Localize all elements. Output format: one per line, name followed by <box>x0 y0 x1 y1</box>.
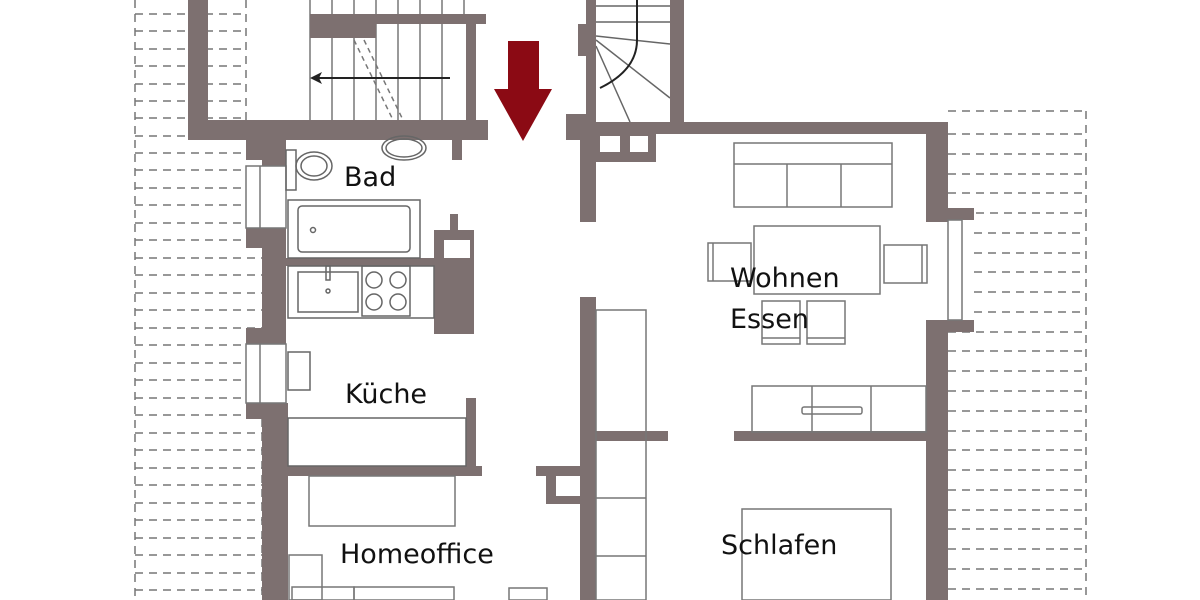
entrance-arrow-icon <box>494 41 552 141</box>
spiral-staircase <box>595 0 671 123</box>
room-label-essen: Essen <box>730 304 809 335</box>
room-label-schlafen: Schlafen <box>721 530 838 561</box>
walls <box>188 0 974 600</box>
bathroom-fixtures <box>285 135 427 259</box>
windows <box>245 165 963 404</box>
room-label-kueche: Küche <box>345 379 428 410</box>
room-label-bad: Bad <box>344 162 397 193</box>
shafts <box>444 136 648 496</box>
corridor-wardrobe <box>595 309 647 600</box>
stair-direction-arrow <box>310 72 450 84</box>
room-label-wohnen: Wohnen <box>730 263 840 294</box>
kitchen-fixtures <box>287 265 467 467</box>
homeoffice-furniture <box>288 475 548 600</box>
bed <box>741 508 892 600</box>
living-furniture <box>707 142 928 433</box>
room-label-homeoffice: Homeoffice <box>340 539 494 570</box>
right-balcony <box>948 110 1087 600</box>
